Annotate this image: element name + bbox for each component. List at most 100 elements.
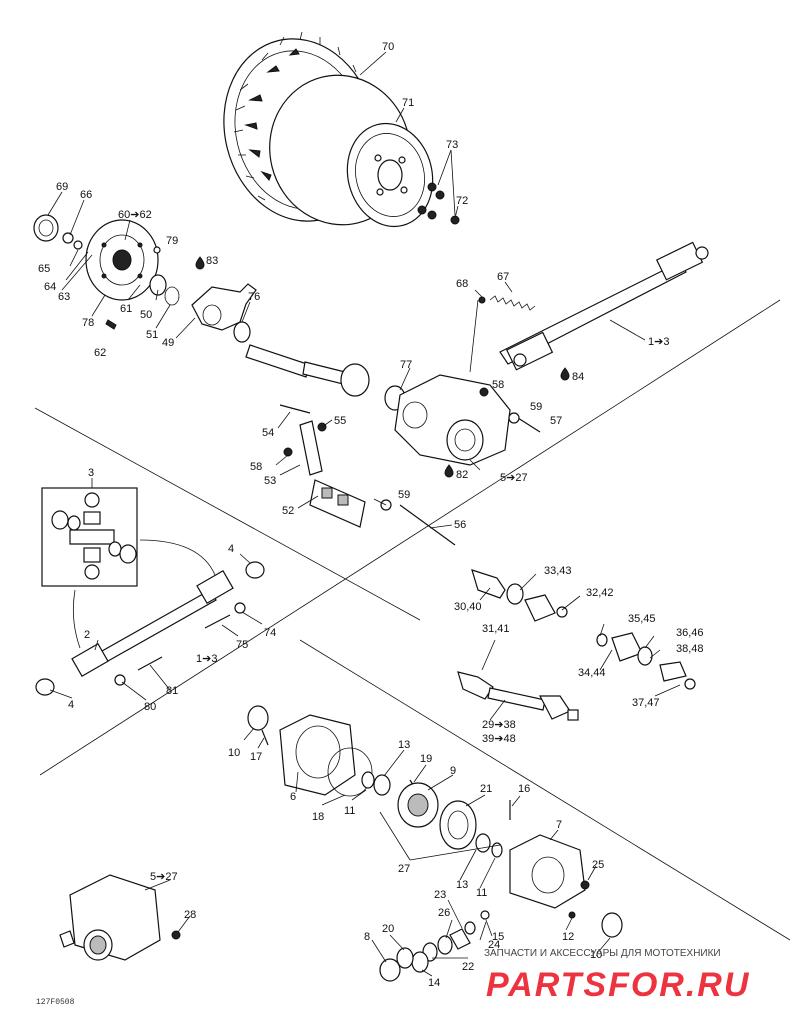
differential-housing-5-27 (394, 374, 511, 466)
label-17: 17 (250, 751, 262, 763)
differential-case-9 (397, 782, 439, 828)
bolt-54 (279, 404, 311, 414)
differential-assembled-5-27 (59, 874, 161, 961)
spring-67 (489, 295, 536, 311)
label-4a: 4 (228, 543, 234, 555)
label-80: 80 (144, 701, 156, 713)
knuckle-49 (191, 283, 257, 331)
label-73: 73 (446, 139, 458, 151)
label-35-45: 35,45 (628, 613, 656, 625)
label-49: 49 (162, 337, 174, 349)
label-67: 67 (497, 271, 509, 283)
bearing-50 (149, 274, 167, 296)
label-2: 2 (84, 629, 90, 641)
nut-58b (283, 447, 293, 457)
label-31-41: 31,41 (482, 623, 510, 635)
label-51: 51 (146, 329, 158, 341)
label-7: 7 (556, 819, 562, 831)
bracket-plate (299, 420, 323, 476)
ring-gear-21 (439, 800, 477, 850)
o-ring-18 (327, 747, 373, 797)
label-13b: 13 (456, 879, 468, 891)
label-24: 24 (488, 939, 500, 951)
seal-10a (247, 705, 269, 731)
pin-17 (261, 729, 269, 746)
label-37-47: 37,47 (632, 697, 660, 709)
label-3: 3 (88, 467, 94, 479)
bolt-62 (105, 319, 117, 330)
bolt-75 (204, 614, 231, 629)
cap-4b (35, 678, 55, 696)
label-64: 64 (44, 281, 56, 293)
label-59b: 59 (398, 489, 410, 501)
label-72: 72 (456, 195, 468, 207)
part-68 (478, 296, 486, 304)
label-56: 56 (454, 519, 466, 531)
label-21: 21 (480, 783, 492, 795)
label-28: 28 (184, 909, 196, 921)
bearing-13a (373, 774, 391, 796)
bearing-14 (411, 951, 429, 973)
bearing-11a (361, 771, 375, 789)
label-53: 53 (264, 475, 276, 487)
label-5-27b: 5➔27 (150, 871, 178, 883)
label-18: 18 (312, 811, 324, 823)
bolt-81 (137, 656, 163, 671)
part-12 (568, 911, 576, 919)
label-10a: 10 (228, 747, 240, 759)
cv-axle-outer (471, 569, 568, 622)
bearing-76 (233, 321, 251, 343)
divider-line-middle (39, 299, 781, 776)
label-34-44: 34,44 (578, 667, 606, 679)
label-66: 66 (80, 189, 92, 201)
ring-51 (164, 286, 180, 306)
label-68: 68 (456, 278, 468, 290)
label-63: 63 (58, 291, 70, 303)
label-27: 27 (398, 863, 410, 875)
drawing-code: 127F0508 (36, 998, 75, 1007)
label-50: 50 (140, 309, 152, 321)
label-69: 69 (56, 181, 68, 193)
label-30-40: 30,40 (454, 601, 482, 613)
label-39-48: 39➔48 (482, 733, 516, 745)
label-23: 23 (434, 889, 446, 901)
label-8: 8 (364, 931, 370, 943)
part-26 (437, 935, 453, 955)
label-1-3a: 1➔3 (648, 336, 669, 348)
label-62: 62 (94, 347, 106, 359)
inset-arrow-upper (139, 539, 216, 576)
label-81: 81 (166, 685, 178, 697)
label-14: 14 (428, 977, 440, 989)
washer-59a (508, 412, 520, 424)
label-16: 16 (518, 783, 530, 795)
part-79 (153, 246, 161, 254)
hub-bearing-69 (33, 214, 59, 242)
label-71: 71 (402, 97, 414, 109)
label-54: 54 (262, 427, 274, 439)
part-20 (396, 947, 414, 969)
inset-arrow-lower (72, 589, 81, 649)
seal-8 (379, 958, 401, 982)
brake-disc-hub-60-62 (85, 219, 159, 301)
label-78: 78 (82, 317, 94, 329)
label-29-38: 29➔38 (482, 719, 516, 731)
watermark-tagline: ЗАПЧАСТИ И АКСЕССУАРЫ ДЛЯ МОТОТЕХНИКИ (484, 948, 721, 959)
label-36-46: 36,46 (676, 627, 704, 639)
label-6: 6 (290, 791, 296, 803)
label-52: 52 (282, 505, 294, 517)
divider-line-left (34, 407, 421, 621)
bolt-57 (517, 417, 541, 433)
part-65 (73, 240, 83, 250)
label-22: 22 (462, 961, 474, 973)
label-84: 84 (572, 371, 584, 383)
bolt-28 (171, 930, 181, 940)
label-4b: 4 (68, 699, 74, 711)
label-58b: 58 (250, 461, 262, 473)
mounting-bracket-52 (309, 479, 366, 528)
cv-axle-inner (596, 632, 696, 690)
label-55: 55 (334, 415, 346, 427)
label-82: 82 (456, 469, 468, 481)
seal-10b (601, 912, 623, 938)
cv-axle-assembly (457, 671, 579, 721)
